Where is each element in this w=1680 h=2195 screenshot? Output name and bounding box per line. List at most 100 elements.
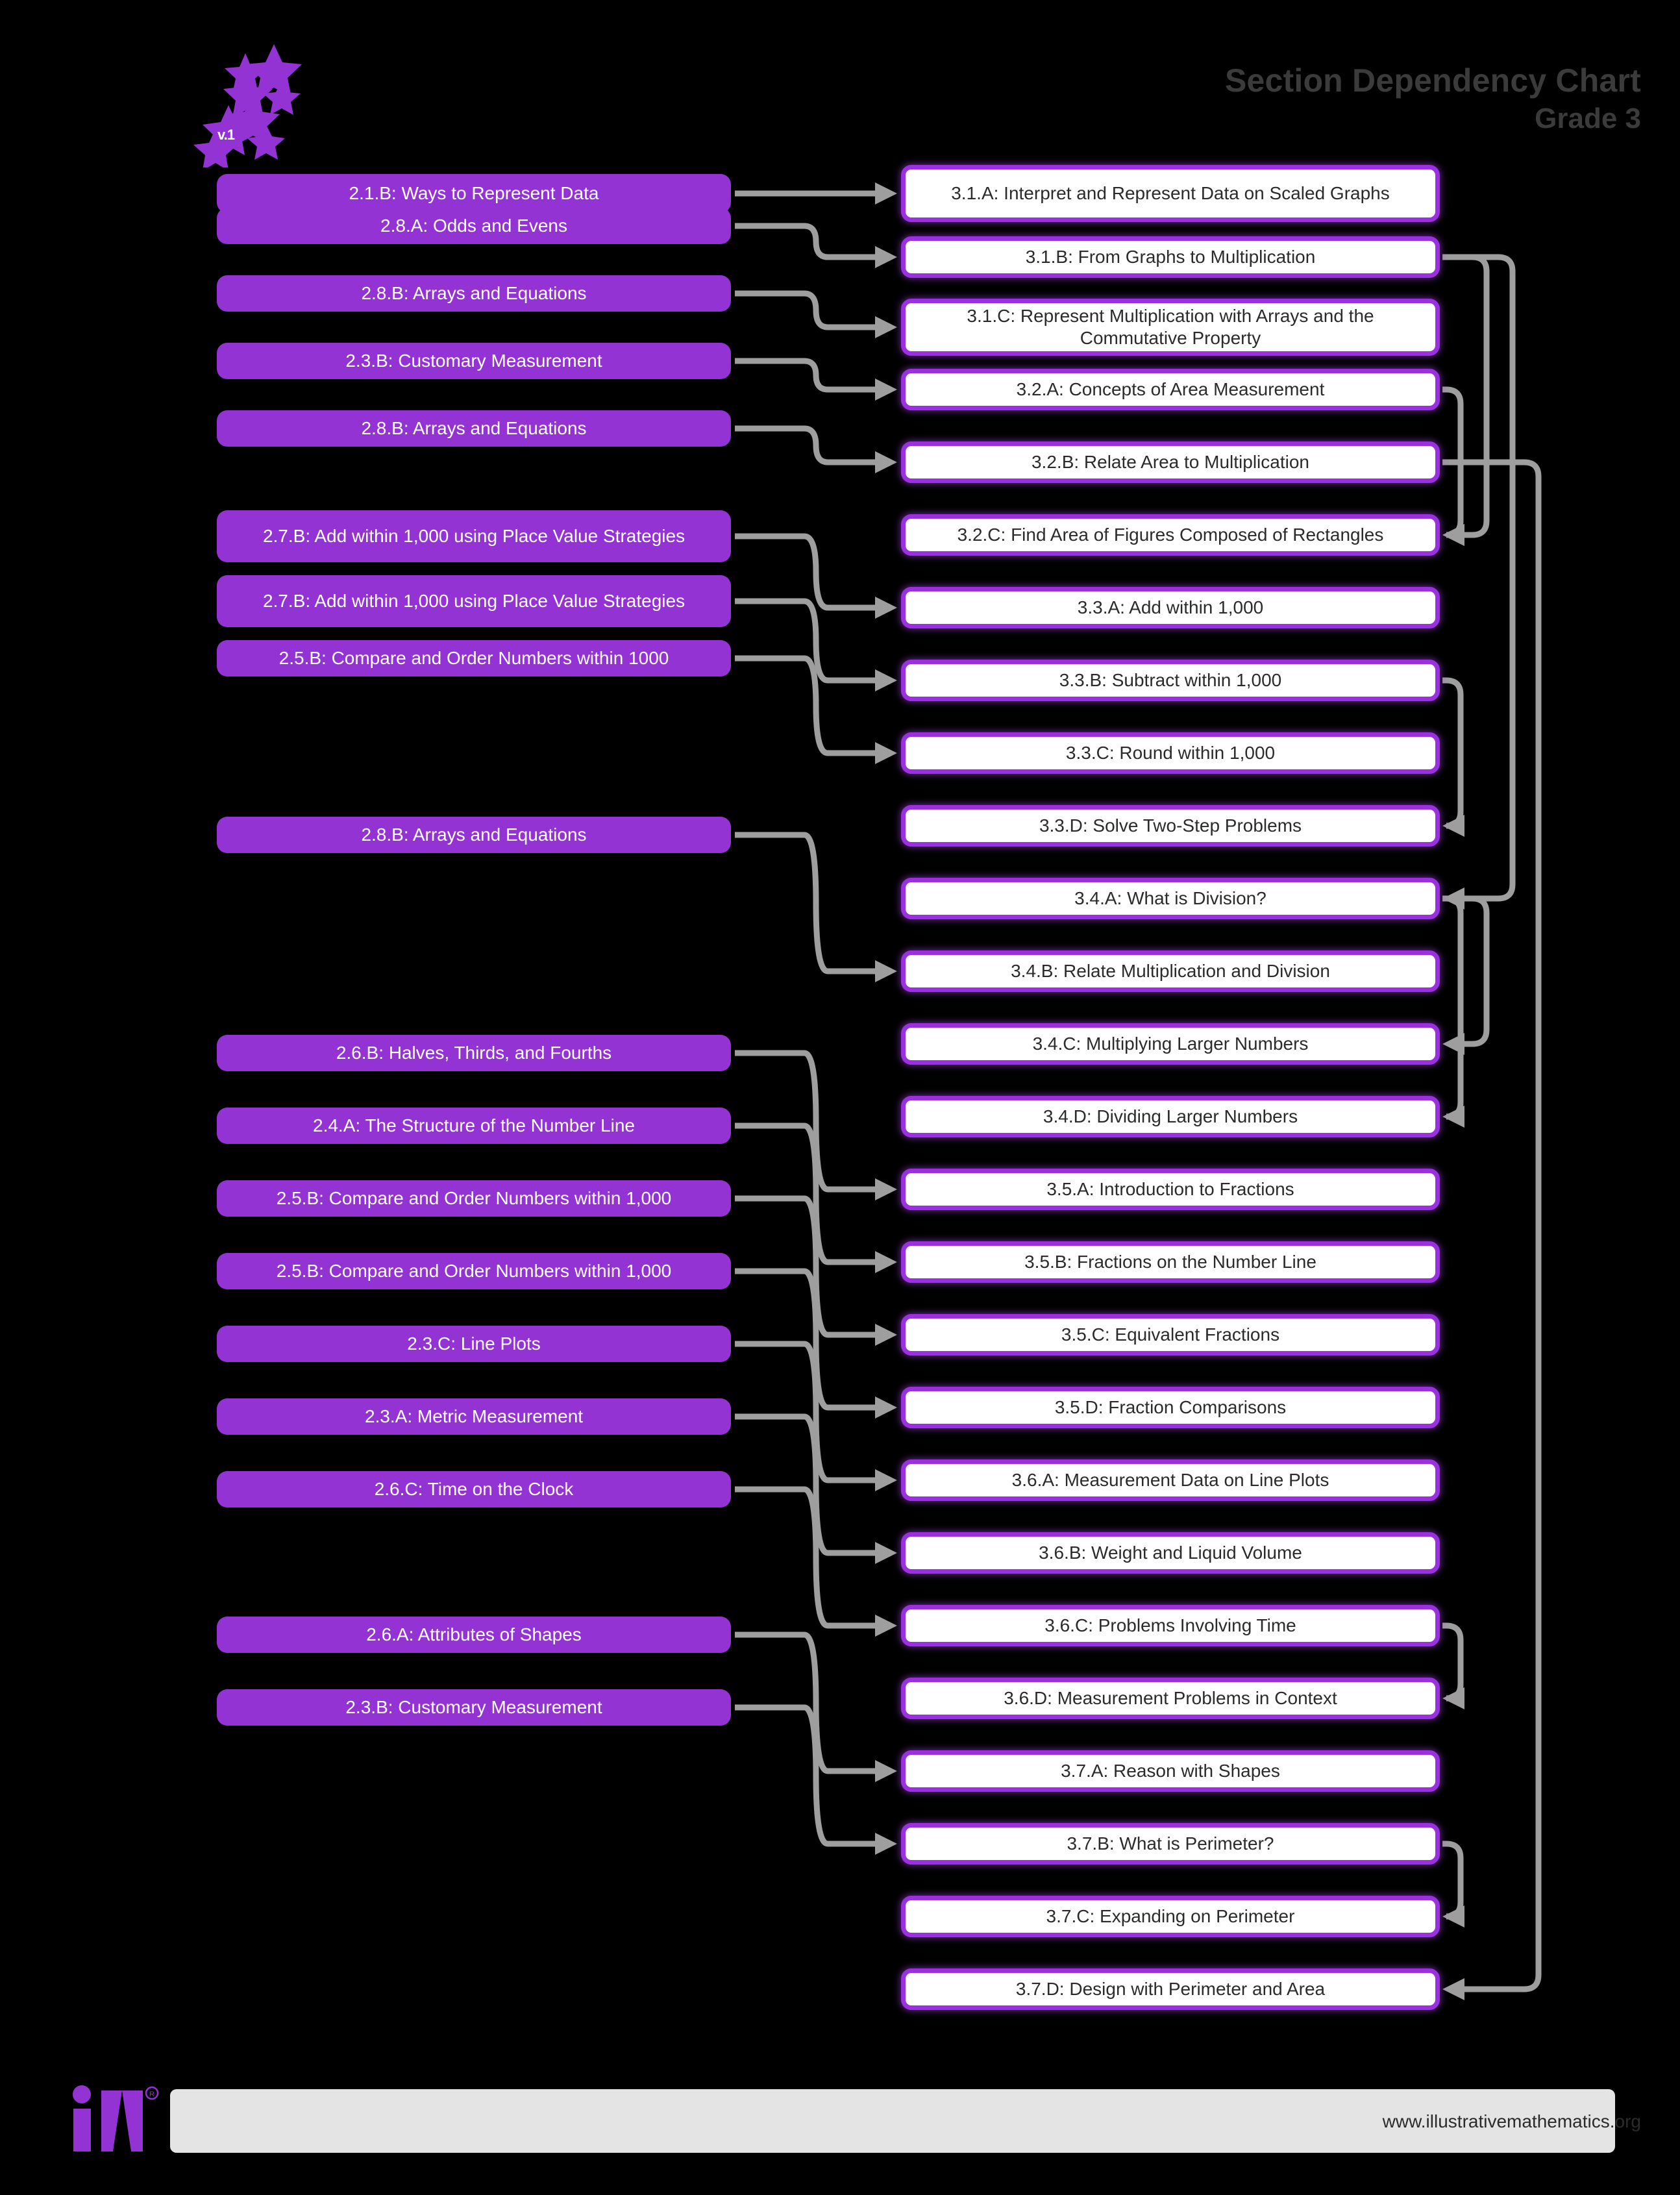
prerequisite-label: 2.7.B: Add within 1,000 using Place Valu…: [262, 590, 686, 611]
section-label: 3.7.B: What is Perimeter?: [1067, 1833, 1274, 1854]
prerequisite-label: 2.6.B: Halves, Thirds, and Fourths: [336, 1042, 612, 1063]
chart-header: Section Dependency Chart Grade 3: [1225, 62, 1641, 134]
section-box[interactable]: 3.7.C: Expanding on Perimeter: [901, 1896, 1440, 1937]
connector-line: [735, 425, 878, 465]
connector-line: [735, 598, 878, 684]
section-label: 3.2.A: Concepts of Area Measurement: [1016, 378, 1325, 399]
section-box[interactable]: 3.3.D: Solve Two-Step Problems: [901, 805, 1440, 847]
section-label: 3.2.C: Find Area of Figures Composed of …: [957, 524, 1384, 545]
prerequisite-box[interactable]: 2.5.B: Compare and Order Numbers within …: [217, 640, 731, 676]
arrow-head: [1442, 887, 1464, 910]
section-label: 3.6.D: Measurement Problems in Context: [1004, 1687, 1337, 1708]
section-box[interactable]: 3.4.B: Relate Multiplication and Divisio…: [901, 950, 1440, 992]
prerequisite-box[interactable]: 2.8.B: Arrays and Equations: [217, 817, 731, 853]
prerequisite-box[interactable]: 2.6.A: Attributes of Shapes: [217, 1617, 731, 1653]
prerequisite-box[interactable]: 2.8.B: Arrays and Equations: [217, 410, 731, 447]
prerequisite-label: 2.4.A: The Structure of the Number Line: [313, 1115, 635, 1135]
prerequisite-label: 2.8.A: Odds and Evens: [380, 215, 567, 236]
connector-line: [735, 223, 878, 260]
section-box[interactable]: 3.2.B: Relate Area to Multiplication: [901, 441, 1440, 483]
section-label: 3.1.C: Represent Multiplication with Arr…: [967, 305, 1374, 348]
prerequisite-box[interactable]: 2.6.C: Time on the Clock: [217, 1471, 731, 1507]
arrow-head: [875, 1324, 897, 1346]
section-label: 3.5.B: Fractions on the Number Line: [1024, 1251, 1316, 1272]
section-box[interactable]: 3.1.A: Interpret and Represent Data on S…: [901, 165, 1440, 222]
prerequisite-label: 2.5.B: Compare and Order Numbers within …: [278, 647, 669, 668]
section-box[interactable]: 3.1.C: Represent Multiplication with Arr…: [901, 299, 1440, 356]
section-box[interactable]: 3.5.C: Equivalent Fractions: [901, 1314, 1440, 1356]
section-box[interactable]: 3.1.B: From Graphs to Multiplication: [901, 236, 1440, 278]
prerequisite-box[interactable]: 2.4.A: The Structure of the Number Line: [217, 1108, 731, 1144]
section-label: 3.5.D: Fraction Comparisons: [1054, 1396, 1287, 1417]
prerequisite-box[interactable]: 2.5.B: Compare and Order Numbers within …: [217, 1180, 731, 1217]
footer-url[interactable]: www.illustrativemathematics.org: [1382, 2111, 1641, 2131]
arrow-head: [875, 1542, 897, 1564]
arrow-head: [1442, 815, 1464, 837]
section-box[interactable]: 3.4.C: Multiplying Larger Numbers: [901, 1023, 1440, 1065]
section-box[interactable]: 3.2.C: Find Area of Figures Composed of …: [901, 514, 1440, 556]
prerequisite-box[interactable]: 2.1.B: Ways to Represent Data: [217, 174, 731, 213]
prerequisite-box[interactable]: 2.7.B: Add within 1,000 using Place Valu…: [217, 575, 731, 627]
section-box[interactable]: 3.7.D: Design with Perimeter and Area: [901, 1968, 1440, 2010]
section-box[interactable]: 3.2.A: Concepts of Area Measurement: [901, 369, 1440, 410]
section-box[interactable]: 3.6.A: Measurement Data on Line Plots: [901, 1459, 1440, 1501]
section-box[interactable]: 3.3.C: Round within 1,000: [901, 732, 1440, 774]
section-box[interactable]: 3.5.D: Fraction Comparisons: [901, 1387, 1440, 1428]
stars-cluster-icon: [183, 38, 313, 171]
connector-line: [735, 1631, 878, 1774]
section-box[interactable]: 3.6.B: Weight and Liquid Volume: [901, 1532, 1440, 1574]
dependency-line: [1442, 459, 1542, 1992]
arrow-head: [875, 378, 897, 401]
connector-line: [735, 533, 878, 611]
dependency-line: [1442, 1622, 1464, 1702]
dependency-line: [1442, 895, 1490, 1047]
section-box[interactable]: 3.4.A: What is Division?: [901, 878, 1440, 919]
connector-line: [735, 1268, 878, 1411]
prerequisite-label: 2.1.B: Ways to Represent Data: [349, 182, 599, 203]
arrow-head: [875, 182, 897, 205]
arrow-head: [1442, 524, 1464, 546]
svg-text:R: R: [149, 2090, 154, 2098]
prerequisite-box[interactable]: 2.3.B: Customary Measurement: [217, 343, 731, 379]
prerequisite-label: 2.8.B: Arrays and Equations: [361, 824, 587, 845]
section-box[interactable]: 3.7.A: Reason with Shapes: [901, 1750, 1440, 1792]
prerequisite-box[interactable]: 2.6.B: Halves, Thirds, and Fourths: [217, 1035, 731, 1071]
section-label: 3.6.B: Weight and Liquid Volume: [1039, 1542, 1302, 1563]
section-label: 3.3.A: Add within 1,000: [1077, 597, 1264, 617]
section-box[interactable]: 3.3.B: Subtract within 1,000: [901, 660, 1440, 701]
prerequisite-label: 2.3.C: Line Plots: [407, 1333, 541, 1354]
arrow-head: [1442, 1687, 1464, 1709]
prerequisite-label: 2.3.B: Customary Measurement: [345, 350, 602, 371]
prerequisite-label: 2.5.B: Compare and Order Numbers within …: [276, 1260, 672, 1281]
prerequisite-box[interactable]: 2.8.B: Arrays and Equations: [217, 275, 731, 312]
prerequisite-box[interactable]: 2.5.B: Compare and Order Numbers within …: [217, 1253, 731, 1289]
arrow-head: [875, 742, 897, 764]
section-box[interactable]: 3.5.A: Introduction to Fractions: [901, 1169, 1440, 1210]
prerequisite-box[interactable]: 2.7.B: Add within 1,000 using Place Valu…: [217, 510, 731, 562]
section-box[interactable]: 3.5.B: Fractions on the Number Line: [901, 1241, 1440, 1283]
section-label: 3.4.C: Multiplying Larger Numbers: [1032, 1033, 1309, 1054]
section-box[interactable]: 3.6.D: Measurement Problems in Context: [901, 1678, 1440, 1719]
arrow-head: [875, 1469, 897, 1491]
section-label: 3.3.C: Round within 1,000: [1065, 742, 1276, 763]
connector-line: [735, 832, 878, 974]
section-box[interactable]: 3.7.B: What is Perimeter?: [901, 1823, 1440, 1865]
prerequisite-box[interactable]: 2.3.A: Metric Measurement: [217, 1398, 731, 1435]
section-box[interactable]: 3.4.D: Dividing Larger Numbers: [901, 1096, 1440, 1137]
prerequisite-box[interactable]: 2.3.B: Customary Measurement: [217, 1689, 731, 1726]
prerequisite-label: 2.8.B: Arrays and Equations: [361, 282, 587, 303]
dependency-line: [1442, 254, 1516, 902]
arrow-head: [1442, 1033, 1464, 1055]
connector-line: [735, 655, 878, 756]
section-box[interactable]: 3.6.C: Problems Involving Time: [901, 1605, 1440, 1646]
dependency-line: [1442, 1841, 1464, 1920]
section-label: 3.3.D: Solve Two-Step Problems: [1039, 815, 1302, 836]
prerequisite-box[interactable]: 2.8.A: Odds and Evens: [217, 208, 731, 244]
connector-line: [735, 290, 878, 330]
prerequisite-label: 2.7.B: Add within 1,000 using Place Valu…: [262, 525, 686, 546]
arrow-head: [1442, 1978, 1464, 2000]
arrow-head: [875, 451, 897, 473]
page-subtitle: Grade 3: [1535, 103, 1641, 134]
section-box[interactable]: 3.3.A: Add within 1,000: [901, 587, 1440, 628]
prerequisite-box[interactable]: 2.3.C: Line Plots: [217, 1326, 731, 1362]
